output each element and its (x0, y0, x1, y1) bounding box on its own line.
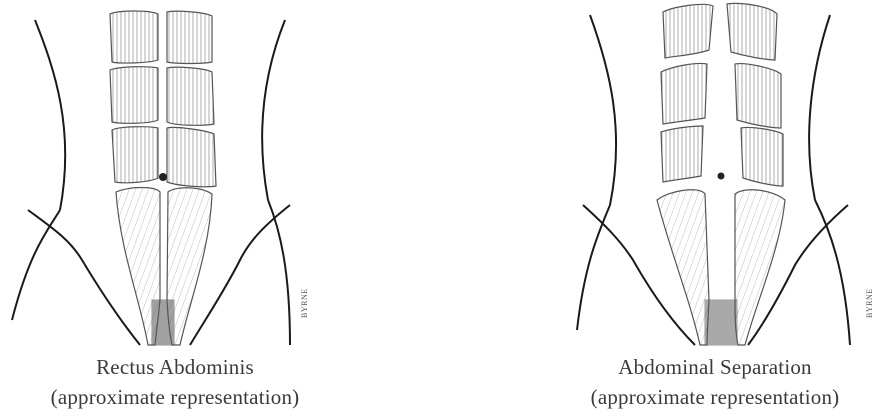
figure-abdominal-separation: BYRNE Abdominal Separation (approximate … (545, 0, 885, 417)
caption-title: Rectus Abdominis (0, 352, 350, 382)
lower-rectus (657, 190, 785, 345)
artist-signature: BYRNE (300, 288, 309, 318)
muscle-blocks-left (661, 4, 713, 182)
abdominal-separation-illustration (545, 0, 885, 350)
caption-abdominal-separation: Abdominal Separation (approximate repres… (545, 352, 885, 412)
figure-rectus-abdominis: BYRNE Rectus Abdominis (approximate repr… (0, 0, 350, 417)
caption-title: Abdominal Separation (545, 352, 885, 382)
navel (718, 173, 725, 180)
caption-rectus-abdominis: Rectus Abdominis (approximate representa… (0, 352, 350, 412)
muscle-blocks-left (110, 11, 158, 183)
muscle-blocks-right (167, 11, 216, 187)
torso-outline (577, 15, 850, 345)
caption-subtitle: (approximate representation) (545, 382, 885, 412)
artist-signature: BYRNE (865, 288, 874, 318)
navel (159, 173, 167, 181)
muscle-blocks-right (727, 3, 783, 186)
lower-rectus (116, 188, 212, 346)
caption-subtitle: (approximate representation) (0, 382, 350, 412)
rectus-abdominis-illustration (0, 0, 350, 350)
